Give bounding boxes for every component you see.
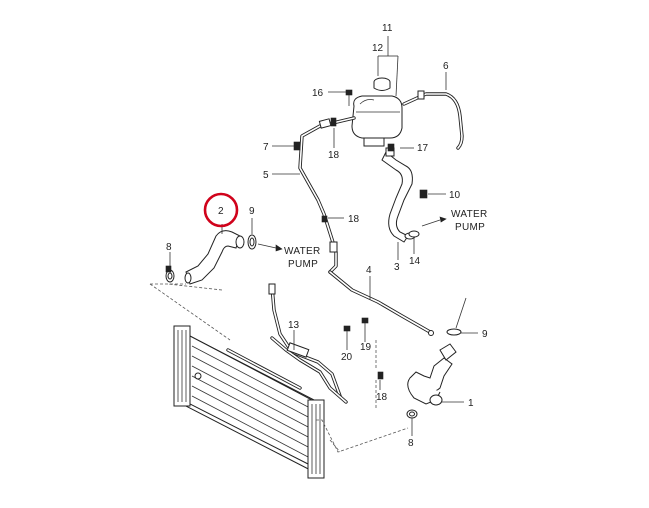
callout-numbers: 11 12 6 16 7 18 17 5 10 18 3 14 4 2 9 8 … <box>166 23 488 449</box>
callout-1: 1 <box>468 398 474 409</box>
transmission-cooler-lines <box>268 283 348 404</box>
radiator-right-tank <box>307 399 325 479</box>
callout-10: 10 <box>449 190 461 201</box>
bleed-hose <box>298 116 434 336</box>
hose-clamp-lower-left <box>165 269 175 283</box>
radiator-left-tank <box>173 325 202 407</box>
fasteners <box>165 89 428 380</box>
callout-7: 7 <box>263 142 269 153</box>
callout-16: 16 <box>312 88 324 99</box>
callout-9-right: 9 <box>482 329 488 340</box>
callout-18-mid: 18 <box>348 214 360 225</box>
svg-text:PUMP: PUMP <box>288 259 318 270</box>
callout-3: 3 <box>394 262 400 273</box>
svg-text:WATER: WATER <box>284 246 321 257</box>
callout-6: 6 <box>443 61 449 72</box>
callout-9-left: 9 <box>249 206 255 217</box>
callout-18-low: 18 <box>376 392 388 403</box>
expansion-tank-cap <box>373 77 391 91</box>
water-pump-arrow-right <box>421 216 447 227</box>
callout-13: 13 <box>288 320 300 331</box>
callout-8-right: 8 <box>408 438 414 449</box>
callout-8-left: 8 <box>166 242 172 253</box>
callout-5: 5 <box>263 170 269 181</box>
overflow-hose <box>402 90 464 150</box>
callout-11: 11 <box>382 23 393 34</box>
upper-radiator-hose <box>184 230 245 285</box>
hose-clamp-lower-right <box>406 409 418 419</box>
svg-text:WATER: WATER <box>451 209 488 220</box>
water-pump-label-left: WATER PUMP <box>284 246 321 270</box>
callout-12: 12 <box>372 43 384 54</box>
callout-leaders <box>169 36 478 436</box>
radiator <box>173 325 325 479</box>
highlight-circle <box>203 192 239 228</box>
callout-2: 2 <box>218 206 224 217</box>
hose-clamp-left <box>247 234 257 250</box>
callout-4: 4 <box>366 265 372 276</box>
callout-20: 20 <box>341 352 353 363</box>
expansion-tank <box>351 95 403 147</box>
water-pump-label-right: WATER PUMP <box>451 209 488 233</box>
svg-text:PUMP: PUMP <box>455 222 485 233</box>
callout-19: 19 <box>360 342 372 353</box>
tank-to-pump-hose <box>381 147 416 243</box>
callout-18-top: 18 <box>328 150 340 161</box>
callout-17: 17 <box>417 143 429 154</box>
water-pump-arrow-left <box>257 243 283 252</box>
radiator-core <box>191 345 311 459</box>
lower-radiator-hose <box>407 343 457 406</box>
radiator-leader-lines <box>149 283 409 453</box>
callout-14: 14 <box>409 256 421 267</box>
hose-clamp-right <box>446 297 467 336</box>
